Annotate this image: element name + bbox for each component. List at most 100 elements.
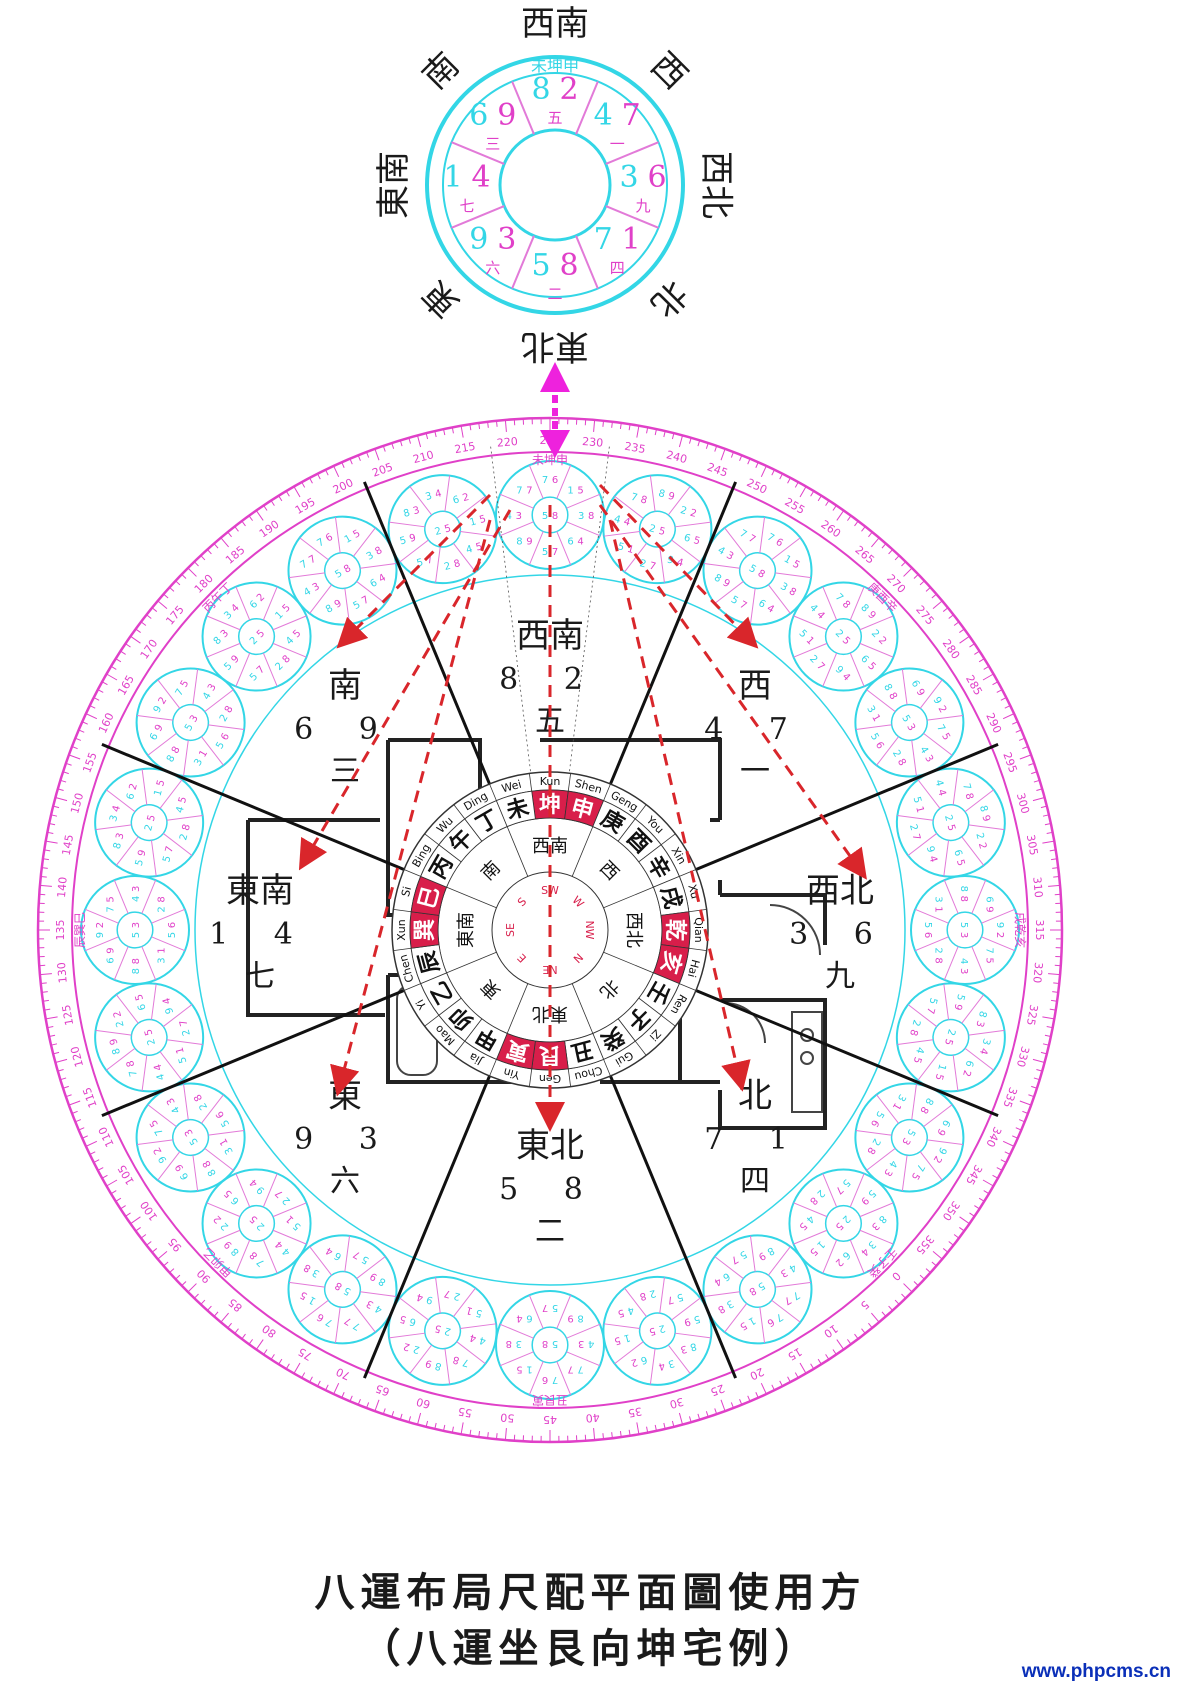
compass-inner-divider (603, 951, 654, 974)
ruler-tick (913, 573, 919, 579)
mini-chart-digit: 7 (774, 1311, 785, 1324)
ruler-tick (836, 1339, 845, 1350)
mini-chart-digit: 2 (973, 832, 985, 841)
ruler-inner-circle (71, 451, 1029, 1409)
mini-chart-digit: 4 (377, 572, 388, 585)
mini-chart-digit: 7 (765, 532, 776, 545)
mini-chart-spoke (897, 1039, 934, 1045)
ruler-tick (57, 1068, 64, 1072)
mini-chart-digit: 8 (165, 753, 178, 764)
ruler-tick (78, 1127, 85, 1131)
ruler-tick (747, 1395, 751, 1402)
ruler-tick (93, 697, 100, 701)
ruler-tick (720, 1399, 726, 1412)
mini-chart-digit: 9 (408, 533, 417, 545)
mini-chart-spoke (460, 1323, 497, 1330)
ruler-tick (207, 1305, 212, 1311)
mini-chart-digit: 3 (223, 1145, 236, 1156)
mini-chart-digit: 8 (922, 1096, 935, 1107)
mini-chart-spoke (435, 1277, 441, 1314)
ruler-tick (169, 1268, 175, 1273)
mini-chart-spoke (435, 546, 441, 583)
ruler-tick (41, 991, 48, 993)
mini-chart-spoke (288, 1281, 325, 1288)
mini-chart-digit: 1 (782, 554, 793, 567)
degree-label: 210 (411, 448, 435, 466)
ruler-tick (868, 531, 873, 538)
ruler-tick (151, 1248, 158, 1253)
mini-chart-digit: 3 (679, 1343, 688, 1355)
ruler-tick (234, 526, 239, 532)
ruler-tick (278, 1358, 283, 1365)
ruler-tick (469, 424, 472, 431)
ruler-tick (953, 1234, 960, 1239)
mini-chart-digit: 3 (131, 886, 142, 892)
compass-pinyin-divider (688, 947, 707, 952)
mini-chart-digit: 1 (935, 1063, 947, 1072)
mini-chart-digit: 5 (542, 511, 548, 522)
mini-chart-digit: 5 (188, 1136, 201, 1147)
compass-mountain: 巽 (412, 919, 438, 941)
mini-chart-spoke (499, 493, 534, 509)
ruler-tick (942, 1248, 949, 1253)
ruler-tick (1012, 1135, 1018, 1139)
ruler-tick (333, 465, 340, 478)
mini-chart-digit: 2 (689, 508, 698, 520)
mini-chart-digit: 3 (365, 1297, 376, 1310)
sector-title: 南 (328, 666, 362, 706)
caption-title: 八運布局尺配平面圖使用方 (314, 1569, 867, 1616)
sector-base-number: 三 (330, 754, 360, 789)
mini-chart-digit: 9 (136, 849, 148, 858)
degree-label: 70 (334, 1365, 352, 1383)
mini-chart-digit: 4 (434, 488, 443, 500)
ruler-tick (888, 1305, 893, 1311)
mini-chart-digit: 1 (218, 1136, 231, 1147)
ruler-tick (847, 515, 852, 521)
ruler-tick (959, 1216, 970, 1225)
ruler-tick (93, 1159, 100, 1163)
mini-chart-digit: 4 (416, 1291, 425, 1303)
mini-chart-digit: 5 (904, 1127, 917, 1138)
ruler-tick (771, 1384, 775, 1391)
mini-chart-digit: 8 (131, 958, 142, 964)
degree-label: 65 (374, 1381, 392, 1398)
ruler-tick (187, 1283, 197, 1293)
compass-pinyin-divider (489, 783, 497, 801)
ruler-tick (120, 650, 126, 655)
mini-chart-spoke (614, 495, 644, 519)
mini-chart-digit: 9 (666, 554, 675, 566)
mini-chart-spoke (897, 815, 934, 821)
ruler-tick (200, 1299, 206, 1305)
mini-chart-digit: 4 (613, 514, 622, 526)
floor-wall (720, 893, 827, 945)
mini-chart-spoke (272, 1229, 307, 1245)
ruler-tick (115, 1197, 122, 1202)
ruler-tick (1048, 973, 1061, 976)
mini-chart-spoke (943, 840, 950, 877)
mini-chart-spoke (157, 1151, 181, 1181)
mini-chart-digit: 2 (960, 1069, 972, 1078)
mini-chart-digit: 9 (936, 1145, 949, 1156)
compass-pinyin: Wei (500, 778, 523, 796)
ruler-tick (992, 681, 999, 686)
mini-chart-spoke (859, 642, 894, 658)
mini-chart-digit: 3 (578, 1338, 584, 1349)
compass-pinyin: Kun (540, 775, 561, 788)
ruler-tick (101, 681, 108, 686)
mini-chart-digit: 6 (868, 1117, 881, 1128)
ruler-tick (810, 490, 815, 497)
ruler-tick (1048, 884, 1061, 887)
mini-chart-digit: 8 (747, 1284, 758, 1297)
degree-label: 130 (55, 962, 70, 984)
mini-chart-digit: 4 (506, 511, 512, 522)
ruler-tick (62, 771, 69, 775)
ruler-tick (1053, 875, 1060, 878)
ruler-tick (663, 431, 666, 438)
ruler-tick (89, 1151, 96, 1155)
mini-chart-digit: 8 (552, 511, 558, 522)
compass-pinyin: Jia (467, 1050, 486, 1068)
ruler-tick (478, 1431, 481, 1438)
mini-chart-inner (172, 1118, 210, 1157)
mini-chart-digit: 2 (157, 695, 170, 706)
mini-chart-spoke (262, 1239, 278, 1274)
